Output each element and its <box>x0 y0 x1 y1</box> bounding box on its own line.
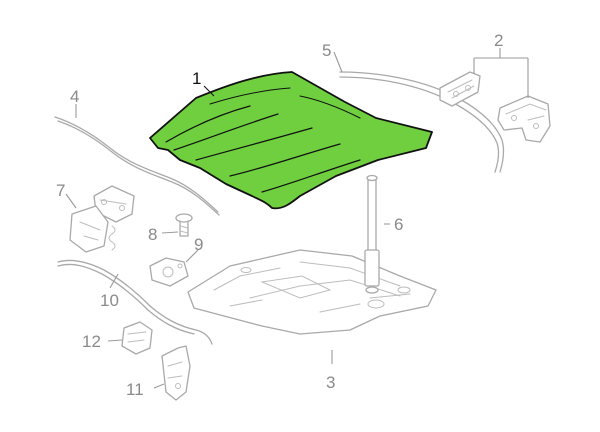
release-cable-part-4[interactable] <box>54 116 220 216</box>
hood-hinge-left-part-2[interactable] <box>439 71 481 107</box>
hood-latch-part-7[interactable] <box>69 185 135 253</box>
hood-insulation-part-3[interactable] <box>187 249 437 335</box>
callout-1: 1 <box>192 69 201 88</box>
callout-3: 3 <box>326 373 335 392</box>
striker-part-9[interactable] <box>149 257 189 287</box>
callout-12: 12 <box>82 332 101 351</box>
callout-2: 2 <box>494 31 503 50</box>
hood-seal-part-5[interactable] <box>339 71 505 173</box>
hood-part-1[interactable] <box>149 71 433 210</box>
hood-hinge-right-part-2[interactable] <box>497 95 551 143</box>
secondary-cable-part-10[interactable] <box>57 259 213 345</box>
callout-6: 6 <box>394 215 403 234</box>
hood-strut-part-6[interactable] <box>364 174 380 294</box>
callout-9: 9 <box>194 235 203 254</box>
callout-8: 8 <box>148 225 157 244</box>
safety-catch-part-11[interactable] <box>161 345 191 401</box>
latch-release-part-12[interactable] <box>121 321 153 355</box>
bolt-part-8[interactable] <box>175 213 193 237</box>
callout-4: 4 <box>70 87 79 106</box>
callout-11: 11 <box>126 380 144 399</box>
callout-labels: 1 2 3 4 5 6 7 8 9 10 11 12 <box>56 31 503 399</box>
callout-7: 7 <box>56 181 65 200</box>
callout-5: 5 <box>322 41 331 60</box>
leader-lines <box>65 48 529 389</box>
callout-10: 10 <box>100 291 119 310</box>
